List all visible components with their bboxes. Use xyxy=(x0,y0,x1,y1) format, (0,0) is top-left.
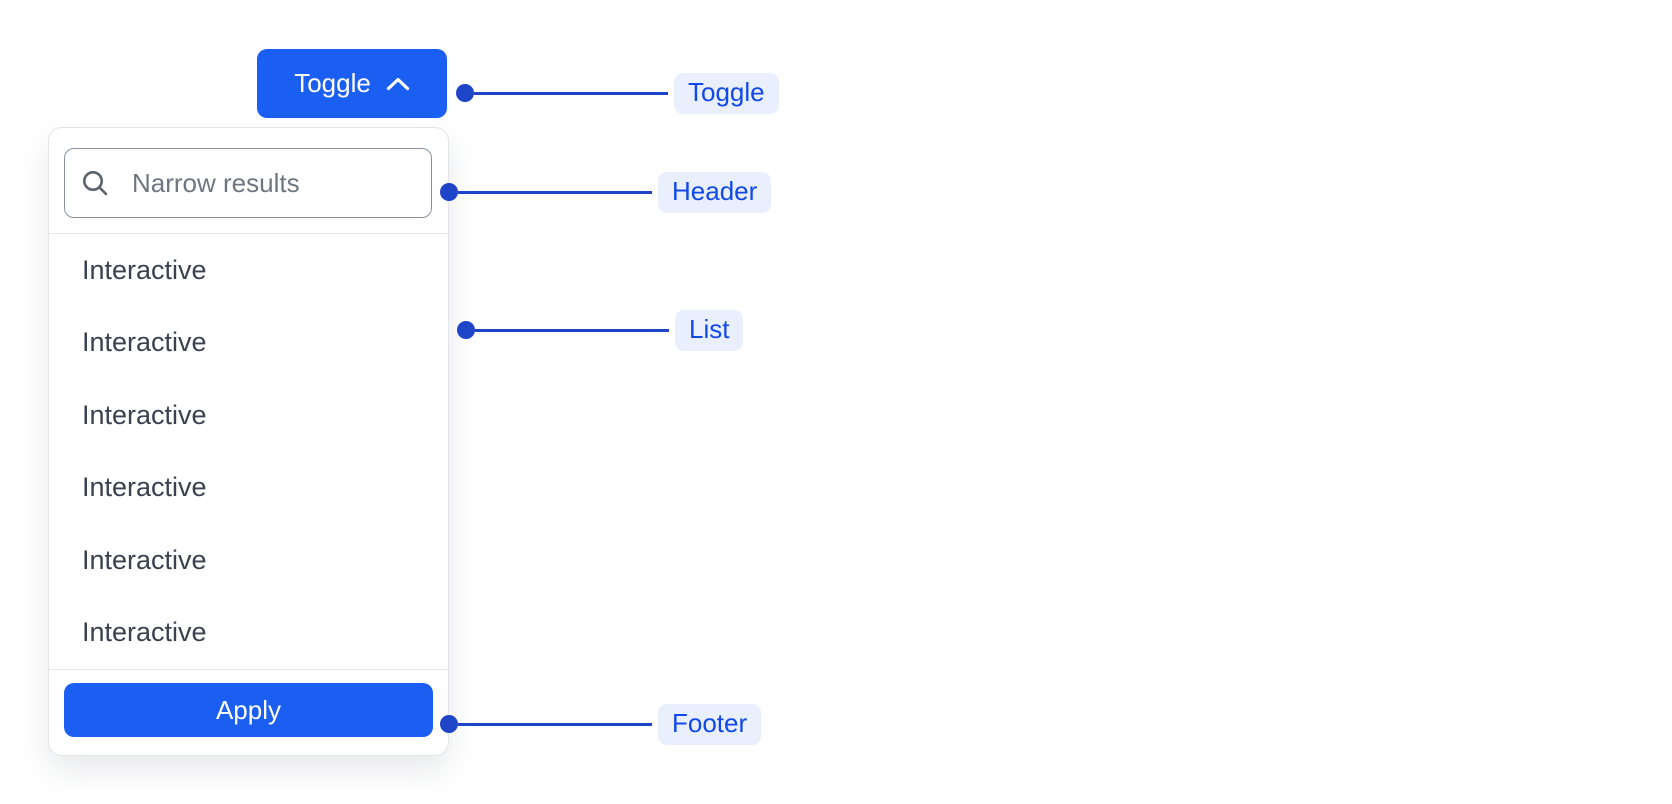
annotation-label-footer: Footer xyxy=(658,704,762,745)
annotation-toggle: Toggle xyxy=(456,73,779,114)
footer-divider xyxy=(49,669,448,670)
search-input[interactable] xyxy=(64,148,432,218)
annotation-connector-line xyxy=(458,722,652,726)
annotation-list: List xyxy=(457,310,744,351)
dropdown-list: Interactive Interactive Interactive Inte… xyxy=(49,234,448,669)
search-box xyxy=(64,148,432,218)
annotation-label-header: Header xyxy=(658,172,772,213)
list-item[interactable]: Interactive xyxy=(82,544,207,575)
annotation-dot-icon xyxy=(440,183,458,202)
header-divider xyxy=(49,233,448,234)
annotation-connector-line xyxy=(458,190,652,194)
list-item[interactable]: Interactive xyxy=(82,472,207,503)
chevron-up-icon xyxy=(386,76,410,91)
dropdown-panel: Interactive Interactive Interactive Inte… xyxy=(48,127,449,756)
annotation-dot-icon xyxy=(457,321,475,340)
list-item[interactable]: Interactive xyxy=(82,327,207,358)
annotation-connector-line xyxy=(475,328,669,332)
annotation-dot-icon xyxy=(456,84,474,103)
annotation-label-toggle: Toggle xyxy=(674,73,779,114)
dropdown-footer: Apply xyxy=(49,670,448,755)
toggle-button-label: Toggle xyxy=(294,68,371,98)
annotation-header: Header xyxy=(440,172,772,213)
list-item[interactable]: Interactive xyxy=(82,254,207,285)
annotation-footer: Footer xyxy=(440,704,762,745)
apply-button[interactable]: Apply xyxy=(64,683,433,737)
annotation-label-list: List xyxy=(675,310,744,351)
annotation-connector-line xyxy=(474,91,668,95)
toggle-button[interactable]: Toggle xyxy=(257,49,447,118)
list-item[interactable]: Interactive xyxy=(82,617,207,648)
list-item[interactable]: Interactive xyxy=(82,399,207,430)
annotation-dot-icon xyxy=(440,715,458,734)
dropdown-header xyxy=(49,128,448,233)
